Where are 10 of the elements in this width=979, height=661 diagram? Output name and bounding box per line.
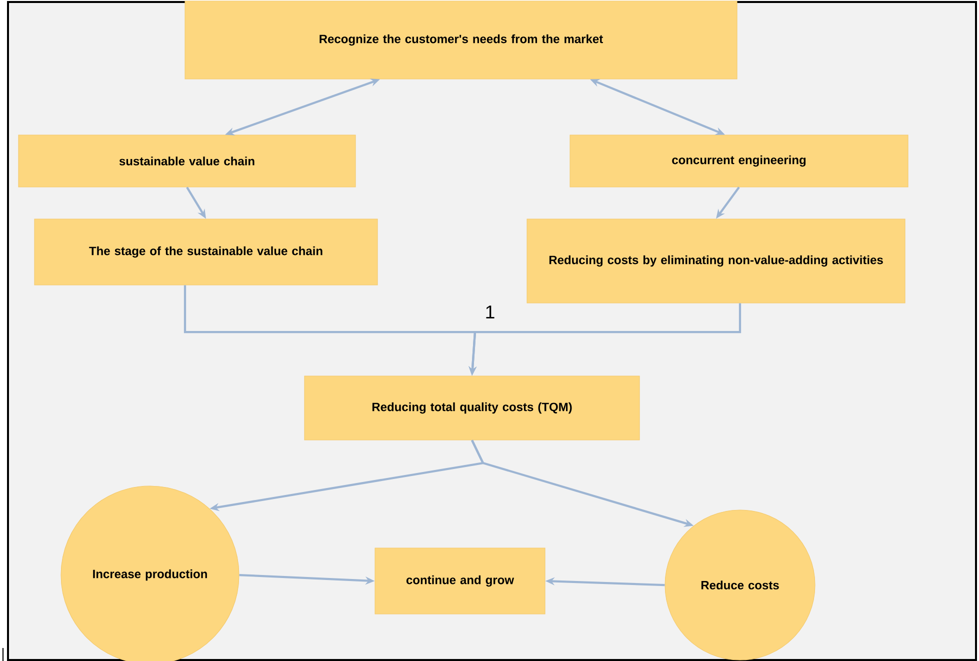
process-box: The stage of the sustainable value chain: [34, 218, 378, 286]
process-box: Reducing costs by eliminating non-value-adding activities: [526, 218, 906, 304]
process-box: continue and grow: [374, 548, 546, 614]
circle-node: Increase production: [60, 486, 240, 661]
circle-node: Reduce costs: [664, 510, 816, 660]
note-text: 1: [486, 306, 494, 318]
process-box: Recognize the customer's needs from the market: [184, 0, 738, 80]
process-box: sustainable value chain: [18, 134, 356, 188]
process-box: Reducing total quality costs (TQM): [304, 376, 640, 440]
process-box: concurrent engineering: [570, 134, 908, 188]
